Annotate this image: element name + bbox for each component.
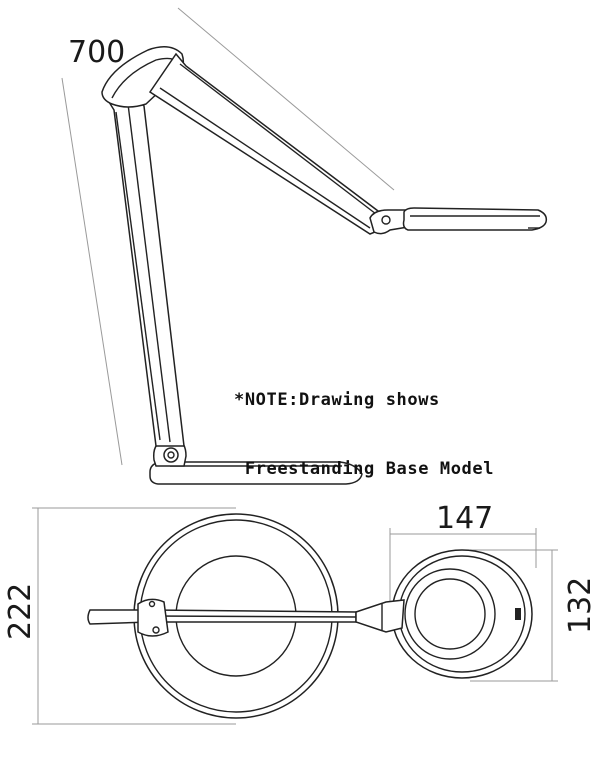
- lamp-base-side: [149, 437, 363, 485]
- note-line-1: *NOTE:Drawing shows: [234, 390, 440, 410]
- lamp-head-light-ring: [404, 568, 496, 660]
- lamp-arm-top: [87, 598, 405, 637]
- lamp-head-switch: [515, 608, 521, 620]
- side-view: 700: [61, 7, 548, 485]
- arm-length-label: 700: [68, 35, 125, 70]
- top-view: 222 147 132: [3, 501, 598, 725]
- lamp-head-side: [369, 207, 548, 235]
- head-width-label: 147: [436, 501, 493, 536]
- note-line-2: Freestanding Base Model: [234, 459, 495, 479]
- drawing-note: *NOTE:Drawing shows Freestanding Base Mo…: [234, 343, 494, 504]
- base-diameter-label: 222: [3, 583, 38, 640]
- lamp-upper-arm: [148, 52, 383, 235]
- arm-length-guide-top: [177, 7, 395, 191]
- lamp-head-top: [391, 549, 533, 679]
- lamp-head-light-disc: [414, 578, 486, 650]
- head-depth-label: 132: [563, 577, 598, 634]
- lamp-lower-arm: [102, 91, 185, 447]
- arm-length-guide-left: [61, 77, 123, 466]
